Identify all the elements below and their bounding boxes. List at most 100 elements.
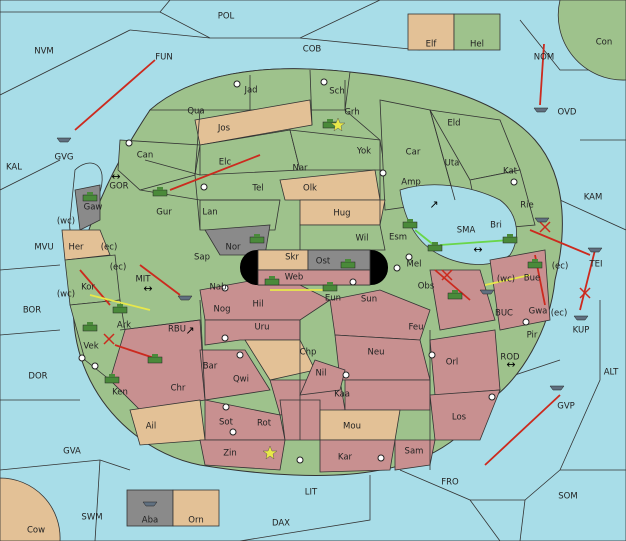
supply-center-icon — [379, 169, 387, 177]
order-arrow-red — [484, 394, 561, 466]
double-arrow-icon: ↗ — [429, 198, 438, 211]
supply-center-icon — [91, 362, 99, 370]
sea-region-label: LIT — [305, 488, 318, 498]
double-arrow-icon: ↔ — [111, 170, 120, 183]
coast-label-label: (wc) — [57, 217, 75, 227]
land-region-label: Ost — [316, 257, 331, 267]
coast-label-label: (wc) — [57, 290, 75, 300]
double-arrow-icon: ↔ — [473, 243, 482, 256]
sea-region-label: GVG — [55, 153, 74, 163]
sea-region-label: ROD — [500, 353, 520, 363]
land-region-label: Feu — [408, 323, 423, 333]
legend-hel: Hel — [470, 40, 484, 50]
supply-center-icon — [377, 454, 385, 462]
star-icon — [330, 117, 346, 132]
sea-region-label: COB — [303, 45, 322, 55]
land-region-label: Web — [285, 273, 304, 283]
ship-icon — [534, 217, 550, 223]
sea-region-label: DAX — [272, 519, 290, 529]
sea-region-label: BOR — [23, 306, 41, 316]
land-region-label: Sap — [194, 253, 210, 263]
land-region-label: Esm — [389, 233, 407, 243]
land-region-label: Can — [137, 151, 154, 161]
sea-region-label: GVA — [63, 447, 81, 457]
land-region-label: Los — [452, 413, 467, 423]
order-arrow-yellow — [484, 274, 531, 286]
sea-region-label: FUN — [155, 53, 172, 63]
coast-labels: (wc)(ec)(ec)(wc)(wc)(ec)(ec) — [57, 217, 568, 319]
tank-icon — [112, 304, 128, 314]
tank-icon — [340, 259, 356, 269]
red-territories — [69, 249, 551, 473]
land-region-label: Car — [406, 148, 421, 158]
ship-icon — [549, 385, 565, 391]
land-region-label: Zin — [223, 449, 237, 459]
sea-region-label: POL — [218, 12, 235, 22]
double-arrow-icon: ↔ — [506, 358, 515, 371]
supply-center-icon — [522, 318, 530, 326]
sea-region-label: SWM — [81, 513, 102, 523]
land-region-label: Bue — [524, 274, 540, 284]
sea-region-label: MVU — [34, 243, 53, 253]
supply-center-icon — [78, 354, 86, 362]
sea-region-label: Con — [596, 38, 613, 48]
tank-icon — [402, 219, 418, 229]
land-region-label: Mel — [407, 260, 422, 270]
supply-center-icon — [342, 371, 350, 379]
land-region-label: Jos — [217, 124, 231, 134]
sea-region-label: GOR — [109, 182, 128, 192]
land-region-label: Bar — [203, 362, 218, 372]
ships — [56, 107, 603, 507]
sea-region-label: ALT — [604, 368, 619, 378]
tank-icon — [502, 234, 518, 244]
sea-region-label: SMA — [457, 226, 476, 236]
land-region-label: Nar — [292, 164, 308, 174]
land-region-label: Mou — [343, 422, 361, 432]
legend-orn: Orn — [188, 516, 203, 526]
tank-icon — [249, 234, 265, 244]
star-markers — [262, 117, 346, 460]
supply-center-icon — [222, 403, 230, 411]
ship-icon — [573, 315, 589, 321]
web-eun-region — [257, 269, 371, 286]
land-region-label: Tel — [251, 184, 263, 194]
land-region-label: Ail — [146, 422, 157, 432]
land-region-label: Ken — [112, 388, 128, 398]
land-region-label: Rot — [257, 419, 272, 429]
skr-region — [257, 249, 309, 271]
sea-region-label: GVP — [557, 402, 575, 412]
green-territories — [117, 68, 536, 276]
supply-center-icon — [296, 456, 304, 464]
land-region-label: Amp — [401, 178, 421, 188]
west-island — [61, 162, 121, 306]
land-region-label: Lan — [202, 208, 217, 218]
land-region-label: Grh — [344, 108, 359, 118]
sea-region-label: KAL — [6, 163, 22, 173]
land-region-label: Nab — [210, 283, 227, 293]
land-region-label: Chp — [300, 348, 317, 358]
ship-icon — [587, 247, 603, 253]
land-region-label: Ark — [117, 321, 131, 331]
land-region-label: Kaa — [334, 390, 350, 400]
con-region — [557, 0, 626, 81]
tank-icon — [527, 259, 543, 269]
tank-icon — [82, 192, 98, 202]
order-arrow-red — [169, 154, 261, 191]
coast-label-label: (wc) — [497, 275, 515, 285]
tank-icon — [147, 354, 163, 364]
land-region-label: Vek — [83, 342, 98, 352]
legend-bottom: Aba Orn — [126, 489, 220, 527]
supply-center-icon — [229, 428, 237, 436]
sea-region-label: DOR — [28, 372, 47, 382]
double-arrow-icon: ↗ — [185, 324, 194, 337]
sea-region-label: KAM — [584, 193, 603, 203]
land-region-label: Her — [68, 243, 84, 253]
sea-region-label: FRO — [441, 478, 459, 488]
supply-center-icon — [233, 80, 241, 88]
land-region-label: Sot — [219, 418, 234, 428]
supply-centers — [78, 78, 530, 464]
land-region-label: Rie — [520, 201, 534, 211]
land-region-label: Uru — [254, 323, 269, 333]
sea-region-label: KUP — [573, 326, 590, 336]
